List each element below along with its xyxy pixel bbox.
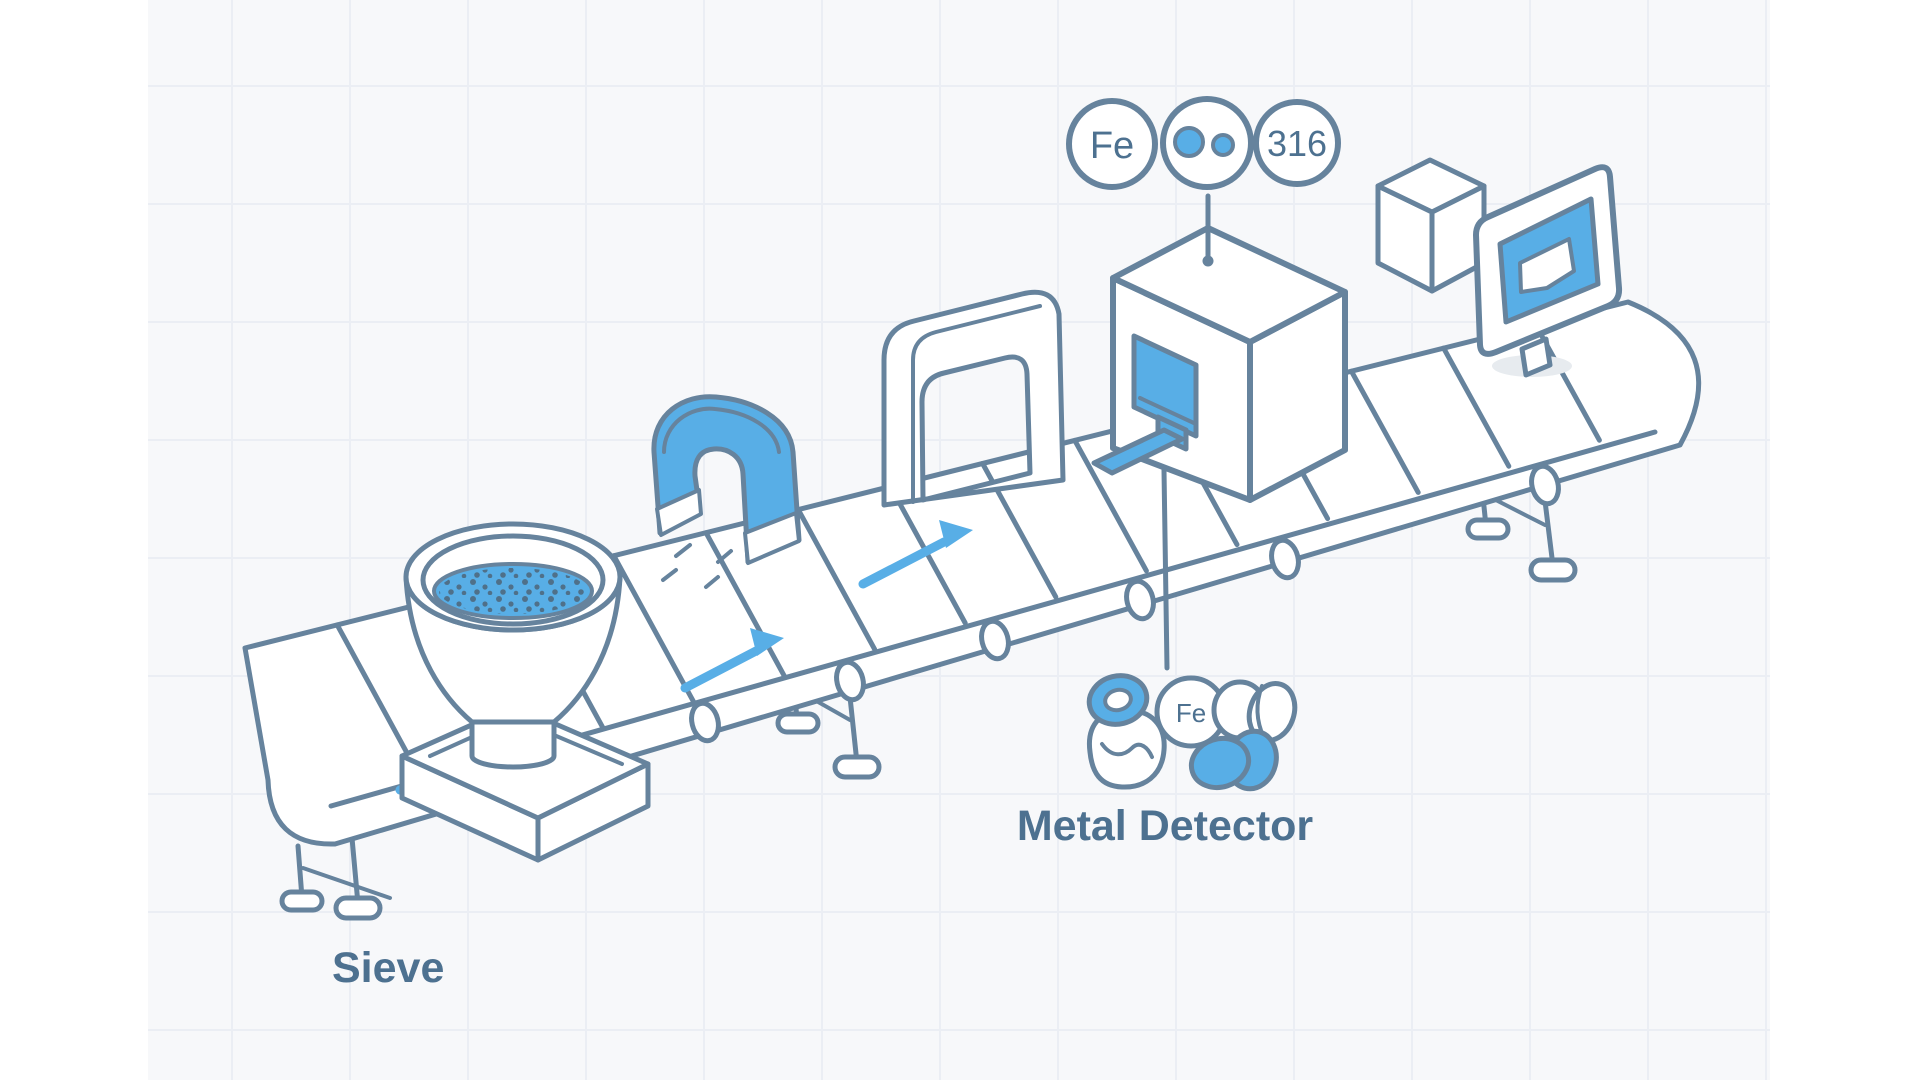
fe-contaminant-label: Fe [1176, 698, 1206, 728]
magnet-pole-tip [655, 488, 703, 537]
sieve-label: Sieve [332, 944, 444, 992]
metal-ring-contaminant-icon [1086, 673, 1150, 727]
steel-316-badge: 316 [1253, 99, 1341, 187]
fe-badge: Fe [1066, 98, 1158, 190]
metal-detector-label: Metal Detector [1017, 802, 1314, 850]
detector-top-face [1110, 225, 1348, 345]
screen-graphic [1518, 237, 1576, 294]
horseshoe-magnet-icon [651, 394, 802, 589]
sieve-particles [439, 568, 587, 614]
funnel-neck [469, 711, 557, 770]
monitor-stand [1519, 336, 1553, 378]
monitor [1473, 164, 1623, 378]
sieve-funnel [399, 521, 651, 863]
magnetic-field-dashes [661, 543, 733, 589]
callout-line [1161, 467, 1170, 671]
flow-arrow [858, 520, 973, 589]
magnet-pole-tip [743, 511, 801, 565]
detector-tunnel [1131, 333, 1199, 439]
fe-contaminant-icon: Fe [1154, 675, 1228, 749]
fe-badge-label: Fe [1090, 125, 1134, 167]
detector-badges: Fe 316 [1066, 96, 1341, 190]
contaminant-icons: Fe [1086, 673, 1298, 792]
metal-detector-unit [1091, 193, 1348, 503]
inspection-arch [881, 289, 1066, 508]
steel-316-badge-label: 316 [1267, 123, 1327, 164]
control-box [1375, 157, 1487, 294]
antenna [1202, 193, 1214, 267]
reject-arm [1091, 414, 1189, 476]
pill-contaminant-icon [1188, 728, 1279, 792]
particles-badge [1160, 96, 1254, 190]
flow-arrow [680, 628, 784, 693]
